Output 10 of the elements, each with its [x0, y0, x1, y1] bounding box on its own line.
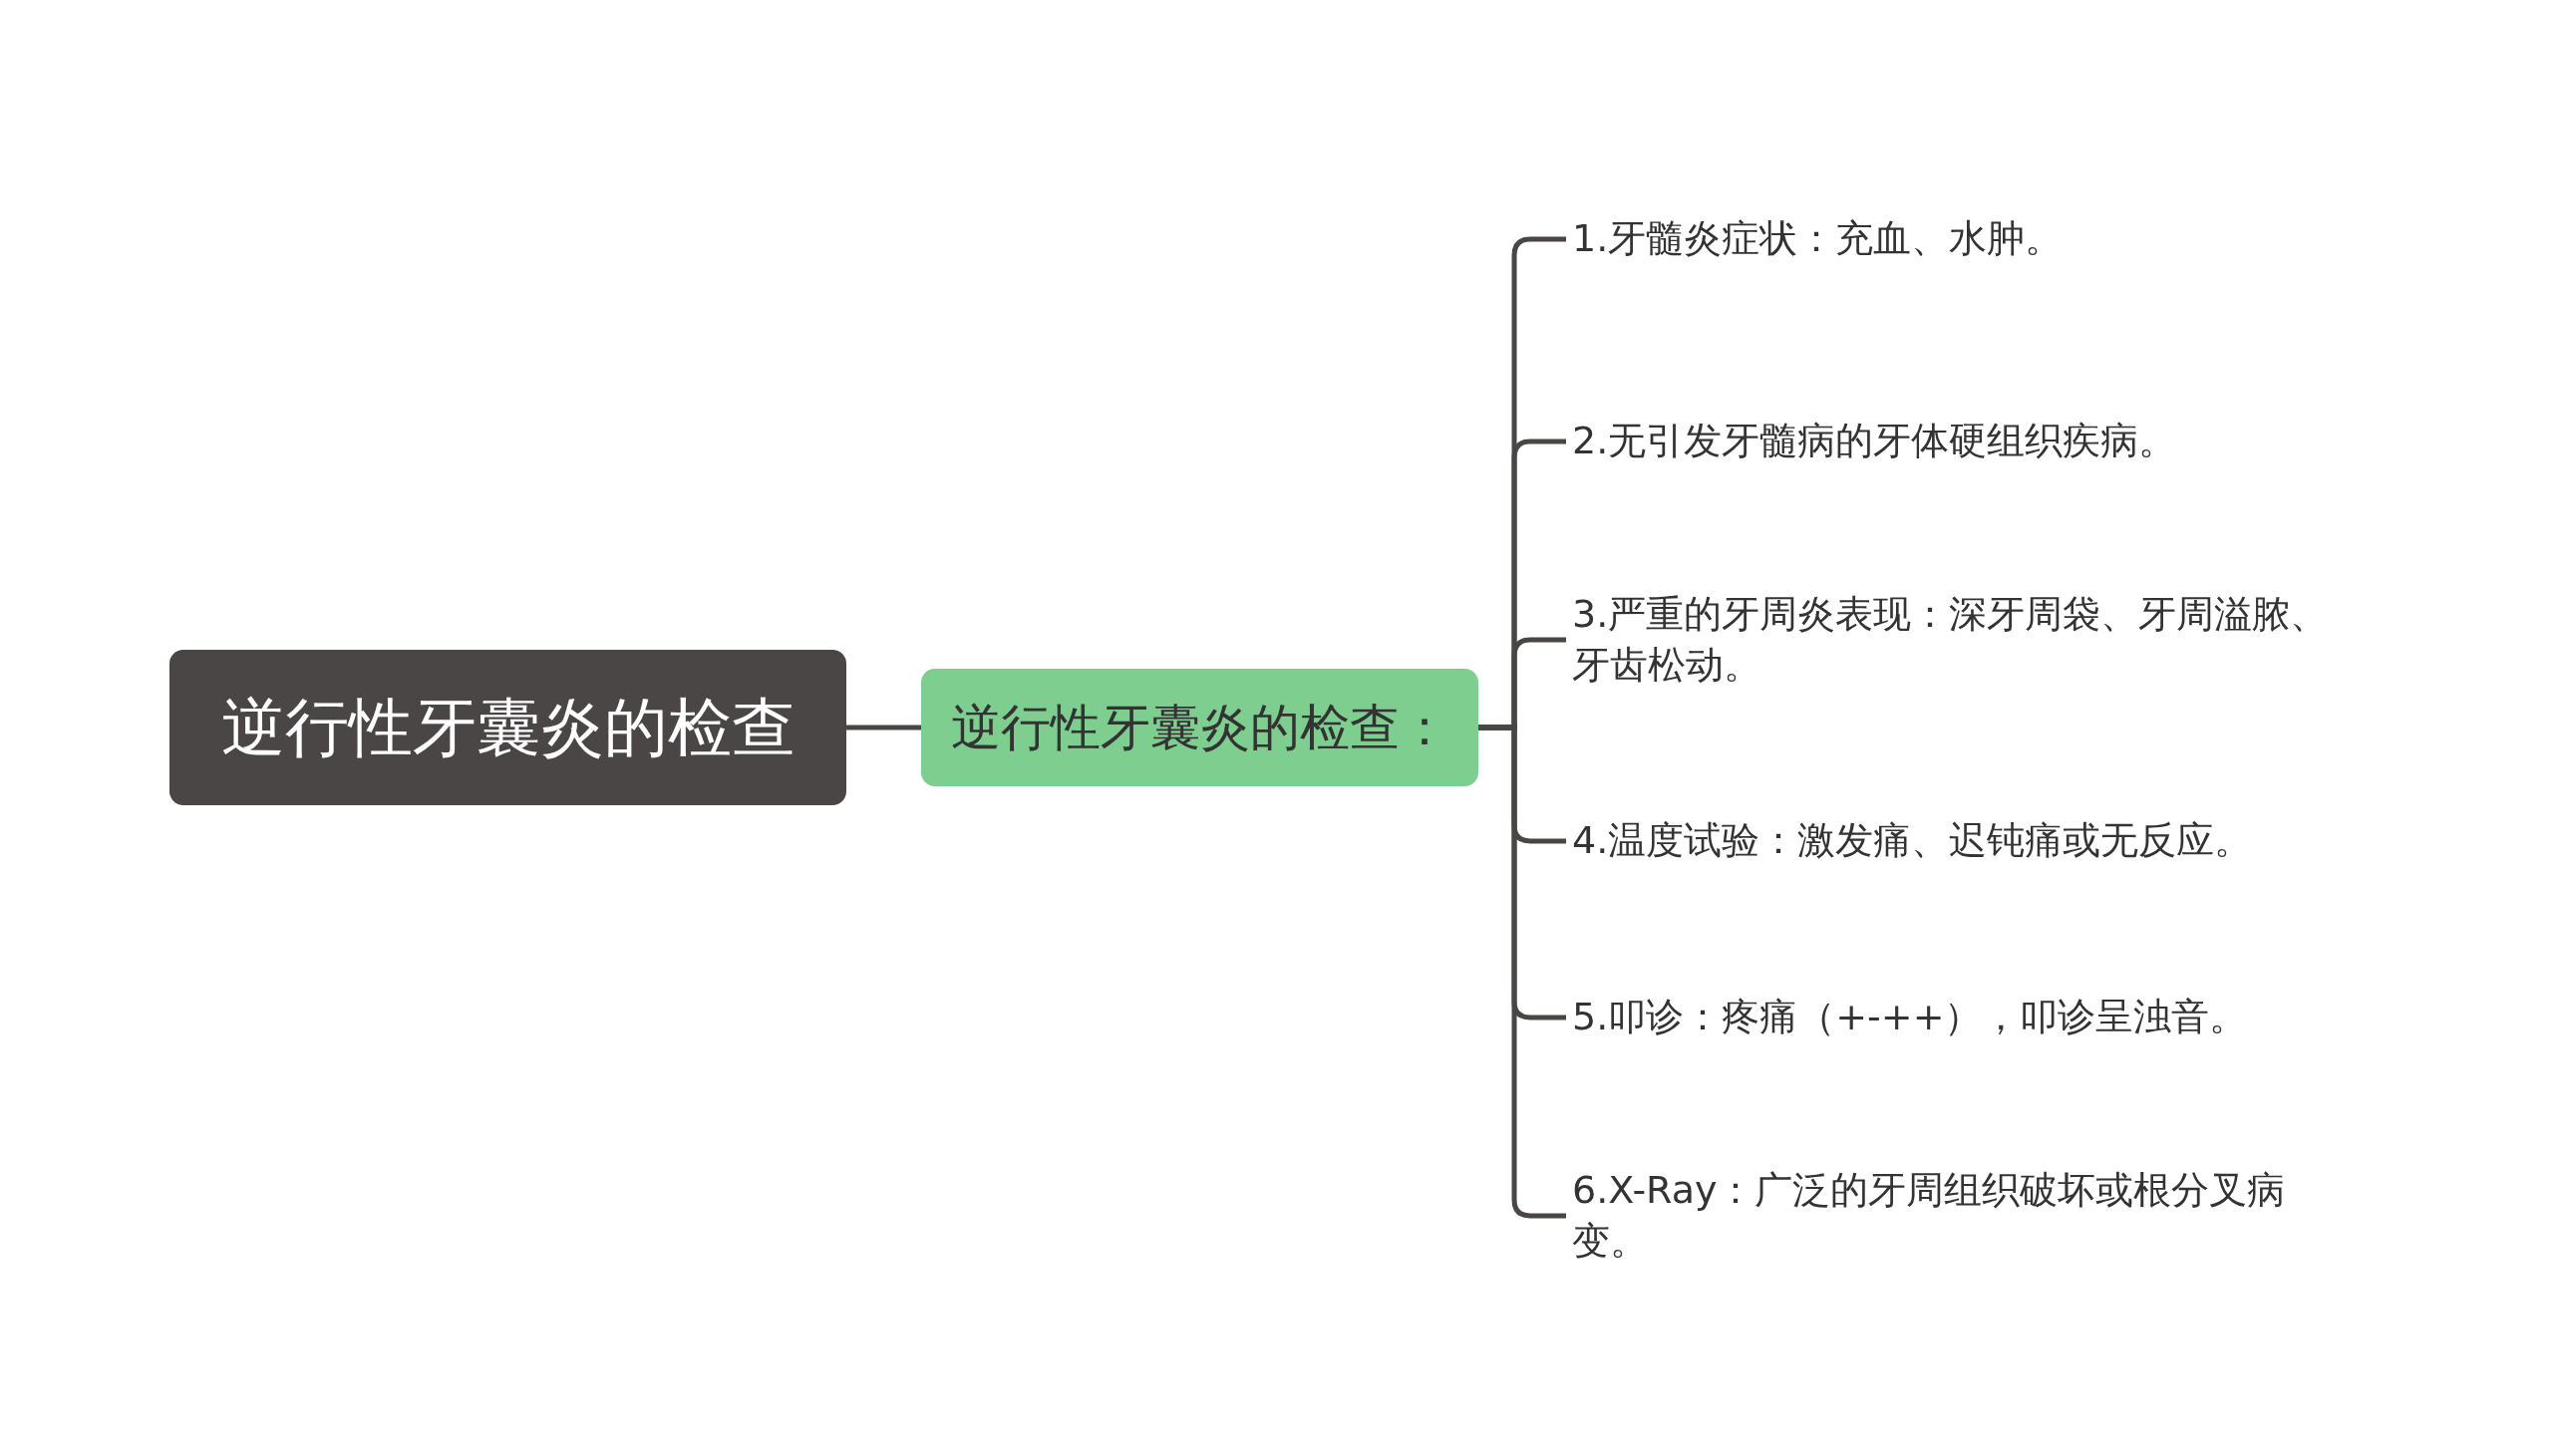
item-text: 4.温度试验：激发痛、迟钝痛或无反应。 — [1572, 815, 2360, 867]
connector — [1478, 725, 1566, 1219]
item-text: 1.牙髓炎症状：充血、水肿。 — [1572, 213, 2360, 265]
item-text: 2.无引发牙髓病的牙体硬组织疾病。 — [1572, 416, 2360, 467]
item-text: 6.X-Ray：广泛的牙周组织破坏或根分叉病变。 — [1572, 1164, 2360, 1268]
connector — [846, 725, 921, 730]
topic-box: 逆行性牙囊炎的检查： — [921, 669, 1478, 786]
root-box: 逆行性牙囊炎的检查 — [169, 650, 846, 805]
item-text: 3.严重的牙周炎表现：深牙周袋、牙周溢脓、牙齿松动。 — [1572, 588, 2360, 692]
item-text: 5.叩诊：疼痛（+-++），叩诊呈浊音。 — [1572, 992, 2360, 1043]
